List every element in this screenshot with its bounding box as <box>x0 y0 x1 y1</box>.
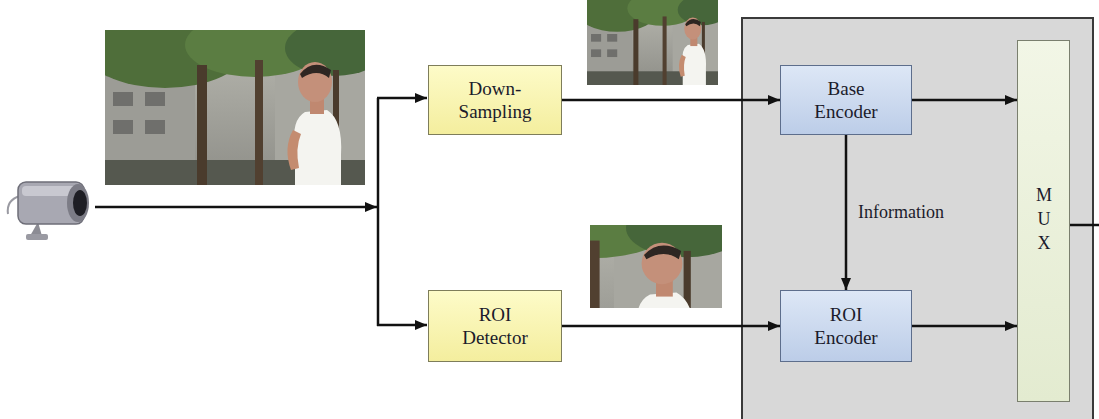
data-arrow <box>562 325 780 328</box>
data-arrow <box>912 99 1017 102</box>
box-text: Down- Sampling <box>447 77 543 123</box>
box-text: ROI Encoder <box>798 303 894 349</box>
encoder-box: Base Encoder <box>780 65 912 135</box>
box-text: ROI Detector <box>447 303 543 349</box>
data-arrow <box>845 135 848 290</box>
process-box: ROI Detector <box>428 290 562 362</box>
camera-frame-photo <box>85 12 385 185</box>
edge-label: Information <box>858 202 944 223</box>
data-arrow <box>912 325 1017 328</box>
downsampled-photo <box>577 0 728 85</box>
box-text: MUX <box>1032 185 1055 257</box>
roi-photo <box>386 191 746 370</box>
input-split-wires <box>95 98 1099 326</box>
mux-box: MUX <box>1017 40 1070 402</box>
data-arrow <box>562 99 780 102</box>
camera-icon <box>8 182 89 240</box>
encoder-panel <box>742 18 1093 419</box>
process-box: Down- Sampling <box>428 65 562 135</box>
encoder-box: ROI Encoder <box>780 290 912 362</box>
box-text: Base Encoder <box>798 77 894 123</box>
